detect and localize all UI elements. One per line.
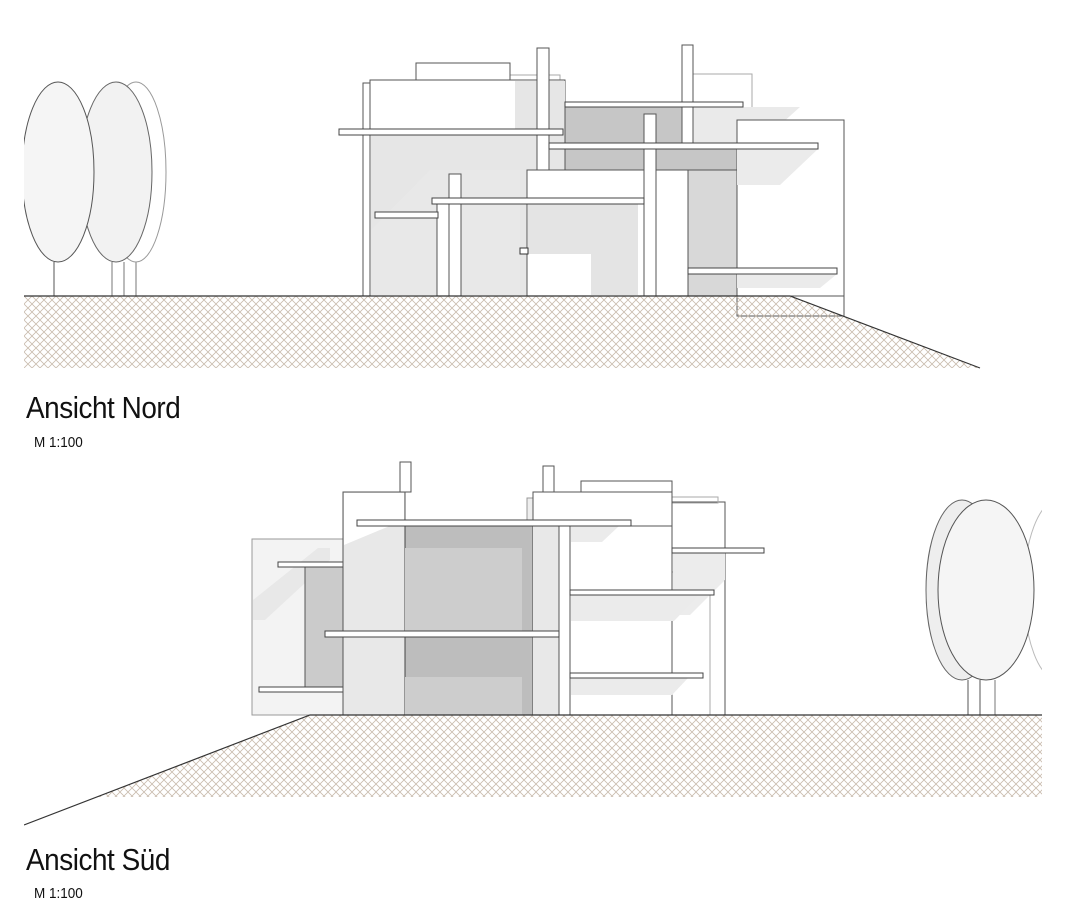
tree [24, 81, 95, 263]
building-south [251, 461, 765, 716]
trees-right [925, 499, 1042, 715]
tree [937, 499, 1035, 681]
ground-south [24, 715, 1042, 825]
drawing-scale-north: M 1:100 [34, 434, 83, 451]
building-north [338, 44, 845, 317]
drawing-title-north: Ansicht Nord [26, 390, 181, 425]
drawing-scale-south: M 1:100 [34, 885, 83, 902]
drawing-title-south: Ansicht Süd [26, 842, 170, 877]
trees-left [24, 81, 167, 296]
ground-north [24, 296, 980, 368]
elevation-north [24, 44, 981, 369]
elevation-south [24, 461, 1042, 826]
door-handle [519, 247, 529, 255]
